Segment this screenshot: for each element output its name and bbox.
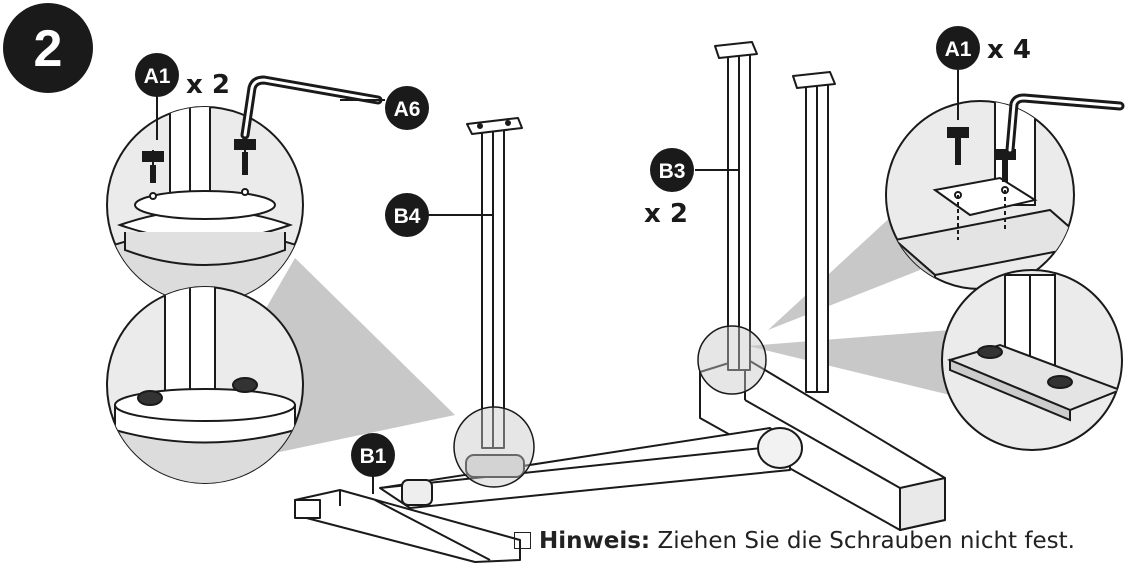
- svg-text:A1: A1: [144, 65, 171, 88]
- label-a1-left: A1: [135, 53, 179, 97]
- label-b1: B1: [351, 433, 395, 477]
- note-body: Ziehen Sie die Schrauben nicht fest.: [657, 528, 1075, 554]
- step-number-badge: 2: [3, 3, 93, 93]
- svg-text:A6: A6: [394, 98, 421, 121]
- table-frame: [294, 41, 946, 563]
- svg-text:A1: A1: [945, 38, 972, 61]
- label-a1-right: A1: [936, 26, 980, 70]
- zoom-circle-bottom-right: [941, 269, 1123, 451]
- svg-text:B4: B4: [394, 205, 421, 228]
- note-title: Hinweis:: [539, 528, 651, 554]
- svg-text:2: 2: [34, 20, 63, 78]
- label-a1-right-qty: x 4: [987, 35, 1031, 65]
- note-checkbox-icon: [514, 532, 531, 549]
- zoom-circle-top-left: [106, 75, 383, 304]
- label-b3-qty: x 2: [644, 199, 688, 229]
- note-text: Hinweis: Ziehen Sie die Schrauben nicht …: [514, 528, 1075, 554]
- zoom-circle-top-right: [885, 93, 1125, 290]
- label-b4: B4: [385, 193, 429, 237]
- label-a6: A6: [385, 86, 429, 130]
- svg-text:B3: B3: [659, 160, 686, 183]
- label-b3: B3: [650, 148, 694, 192]
- label-a1-left-qty: x 2: [186, 70, 230, 100]
- detail-marker-circles: [453, 325, 767, 488]
- svg-text:B1: B1: [360, 445, 387, 468]
